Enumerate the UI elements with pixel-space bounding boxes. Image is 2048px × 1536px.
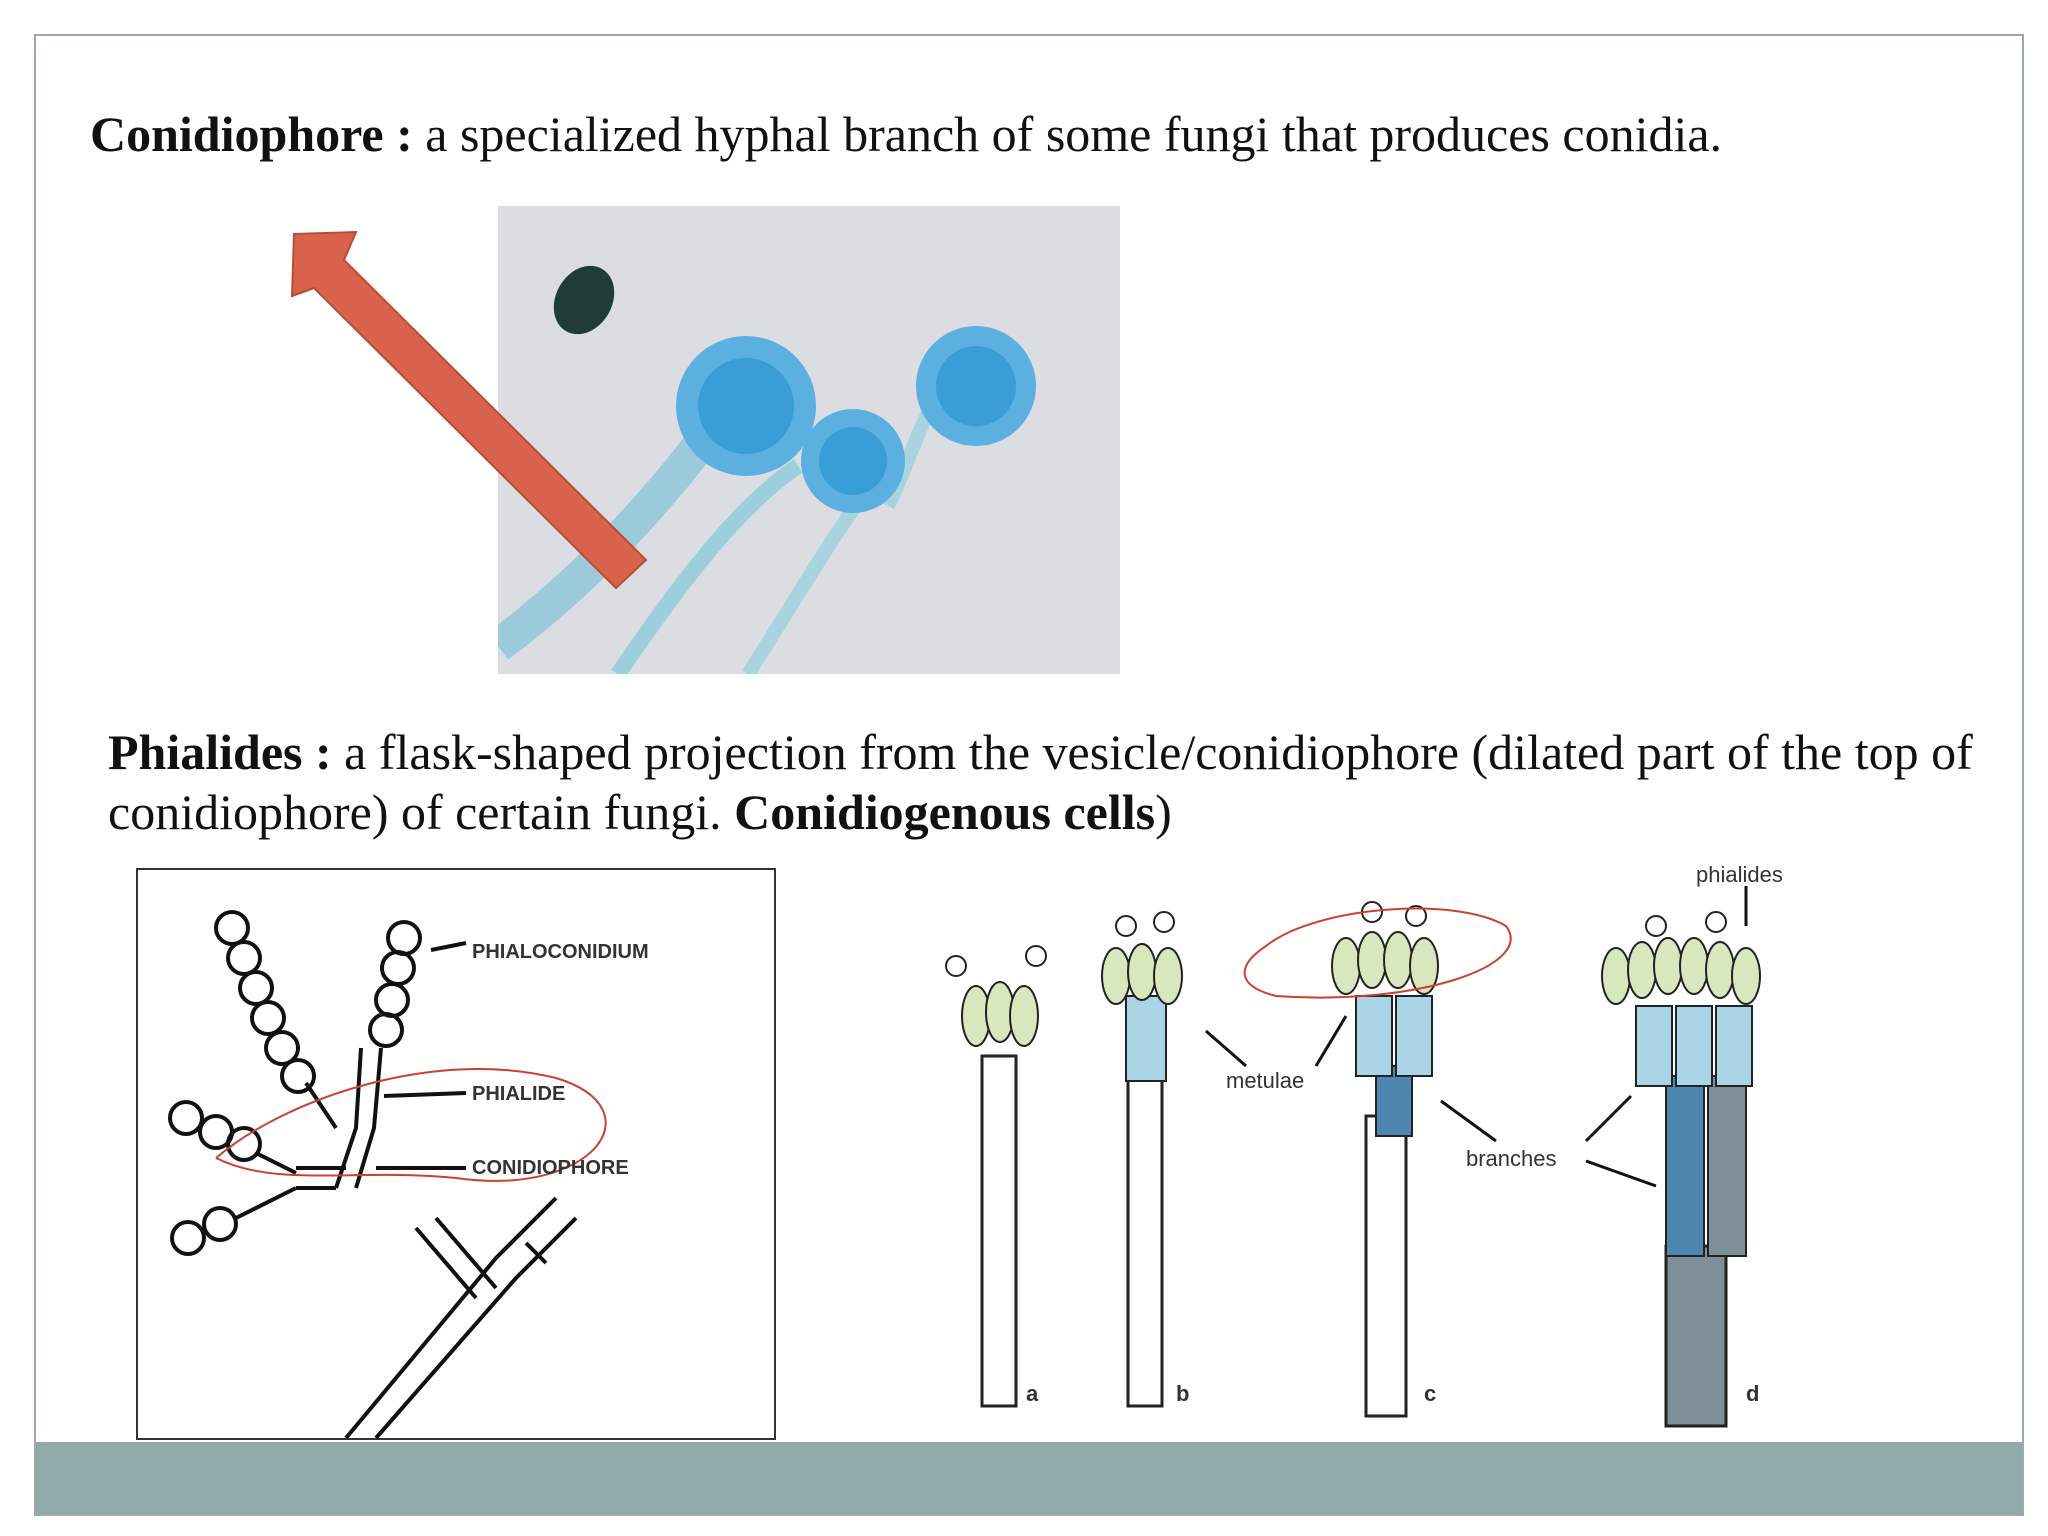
panel-label-c: c [1424, 1381, 1436, 1406]
label-conidiophore: CONIDIOPHORE [472, 1157, 629, 1179]
slide: Conidiophore : a specialized hyphal bran… [34, 34, 2024, 1516]
panel-label-a: a [1026, 1381, 1039, 1406]
label-phialide: PHIALIDE [472, 1083, 565, 1105]
conidiophore-term: Conidiophore : [90, 106, 413, 162]
closing-parenthesis: ) [1155, 784, 1172, 840]
label-phialides: phialides [1696, 862, 1783, 887]
panel-label-d: d [1746, 1381, 1759, 1406]
phialides-definition: Phialides : a flask-shaped projection fr… [108, 722, 2022, 842]
pointer-arrow-icon [290, 230, 648, 590]
penicillium-branching-diagram: phialides metulae branches a b c d [896, 856, 1996, 1456]
footer-bar [36, 1442, 2022, 1514]
phialides-definition-text: a flask-shaped projection from the vesic… [108, 724, 1973, 840]
label-branches: branches [1466, 1146, 1557, 1171]
conidiophore-definition-text: a specialized hyphal branch of some fung… [412, 106, 1723, 162]
phialides-term: Phialides : [108, 724, 332, 780]
label-metulae: metulae [1226, 1068, 1304, 1093]
conidiophore-definition: Conidiophore : a specialized hyphal bran… [90, 104, 1910, 164]
microscope-photo [498, 206, 1120, 674]
panel-label-b: b [1176, 1381, 1189, 1406]
label-phialoconidium: PHIALOCONIDIUM [472, 941, 649, 963]
phialide-line-diagram: PHIALOCONIDIUM PHIALIDE CONIDIOPHORE [136, 868, 776, 1440]
conidiogenous-cells-term: Conidiogenous cells [734, 784, 1156, 840]
